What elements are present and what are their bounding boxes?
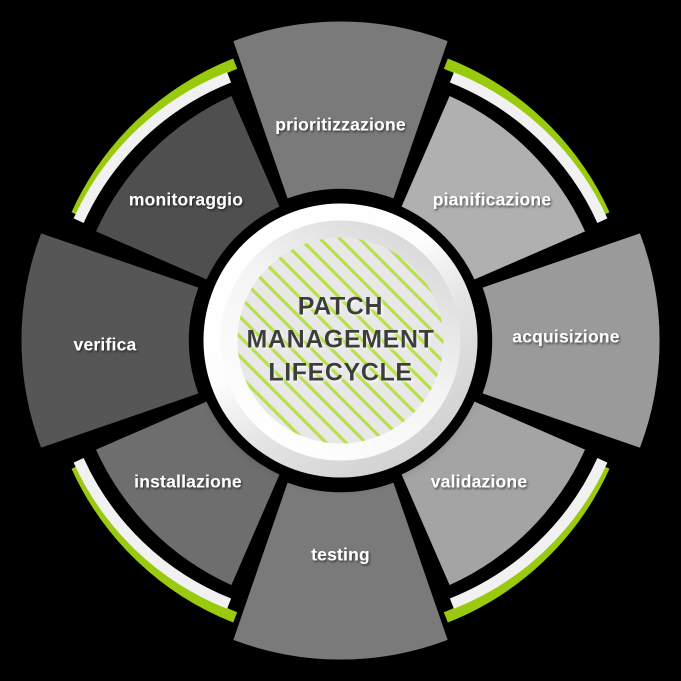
segment-label-pianificazione: pianificazione [433, 190, 552, 210]
segment-pianificazione[interactable] [401, 96, 585, 280]
segment-group [21, 21, 660, 660]
segment-monitoraggio-shape[interactable] [96, 96, 280, 280]
center-title-line-2: MANAGEMENT [247, 326, 435, 354]
accent-arc-bottom-left [71, 458, 238, 623]
segment-label-acquisizione: acquisizione [512, 327, 619, 347]
segment-testing-shape[interactable] [233, 482, 448, 660]
center-title-line-3: LIFECYCLE [268, 359, 412, 387]
accent-arc-bottom-right [443, 458, 610, 623]
segment-testing[interactable] [233, 482, 448, 660]
segment-monitoraggio[interactable] [96, 96, 280, 280]
segment-acquisizione[interactable] [482, 233, 660, 448]
accent-arc-top-left [71, 58, 238, 223]
center-hub [203, 203, 478, 478]
center-title: PATCH MANAGEMENT LIFECYCLE [247, 293, 435, 387]
segment-label-verifica: verifica [74, 335, 137, 355]
accent-ring [71, 58, 610, 623]
segment-installazione-shape[interactable] [96, 401, 280, 585]
center-disc [237, 237, 444, 444]
segment-prioritizzazione[interactable] [233, 21, 448, 199]
segment-label-validazione: validazione [431, 472, 528, 492]
segment-label-prioritizzazione: prioritizzazione [275, 115, 406, 135]
segment-label-testing: testing [311, 545, 370, 565]
segment-validazione-shape[interactable] [401, 401, 585, 585]
segment-prioritizzazione-shape[interactable] [233, 21, 448, 199]
segment-acquisizione-shape[interactable] [482, 233, 660, 448]
accent-arc-top-right [443, 58, 610, 223]
segment-pianificazione-shape[interactable] [401, 96, 585, 280]
segment-verifica-shape[interactable] [21, 233, 199, 448]
segment-label-monitoraggio: monitoraggio [129, 190, 243, 210]
segment-verifica[interactable] [21, 233, 199, 448]
segment-validazione[interactable] [401, 401, 585, 585]
center-title-line-1: PATCH [298, 293, 383, 321]
segment-installazione[interactable] [96, 401, 280, 585]
segment-label-installazione: installazione [134, 472, 242, 492]
segment-labels: prioritizzazione pianificazione acquisiz… [74, 115, 620, 565]
